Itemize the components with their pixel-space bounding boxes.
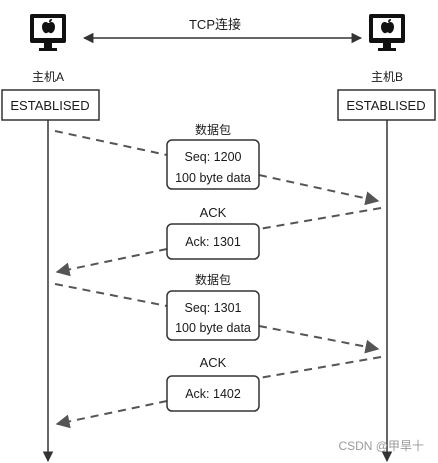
host-a-label: 主机A bbox=[32, 70, 64, 84]
message-2: ACK Ack: 1301 bbox=[55, 205, 382, 277]
message-3-line-2: 100 byte data bbox=[175, 321, 251, 335]
message-4-caption: ACK bbox=[200, 355, 227, 370]
message-3: 数据包 Seq: 1301 100 byte data bbox=[54, 272, 380, 354]
host-a-state-box bbox=[1, 89, 100, 121]
message-1: 数据包 Seq: 1200 100 byte data bbox=[54, 122, 380, 206]
host-b-state: ESTABLISED bbox=[346, 98, 425, 113]
watermark: CSDN @甲旱十 bbox=[338, 439, 424, 453]
message-3-line-1: Seq: 1301 bbox=[185, 301, 242, 315]
computer-icon-host-b bbox=[369, 14, 405, 51]
message-4-line-1: Ack: 1402 bbox=[185, 387, 241, 401]
message-4: ACK Ack: 1402 bbox=[55, 355, 382, 429]
message-1-line-1: Seq: 1200 bbox=[185, 150, 242, 164]
host-a-state: ESTABLISED bbox=[10, 98, 89, 113]
message-1-line-2: 100 byte data bbox=[175, 171, 251, 185]
message-2-caption: ACK bbox=[200, 205, 227, 220]
host-b-label: 主机B bbox=[371, 70, 403, 84]
message-1-caption: 数据包 bbox=[195, 122, 231, 137]
message-2-line-1: Ack: 1301 bbox=[185, 235, 241, 249]
host-b-state-box bbox=[337, 89, 436, 121]
computer-icon-host-a bbox=[30, 14, 66, 51]
tcp-connection-label: TCP连接 bbox=[189, 17, 241, 32]
message-3-caption: 数据包 bbox=[195, 272, 231, 287]
